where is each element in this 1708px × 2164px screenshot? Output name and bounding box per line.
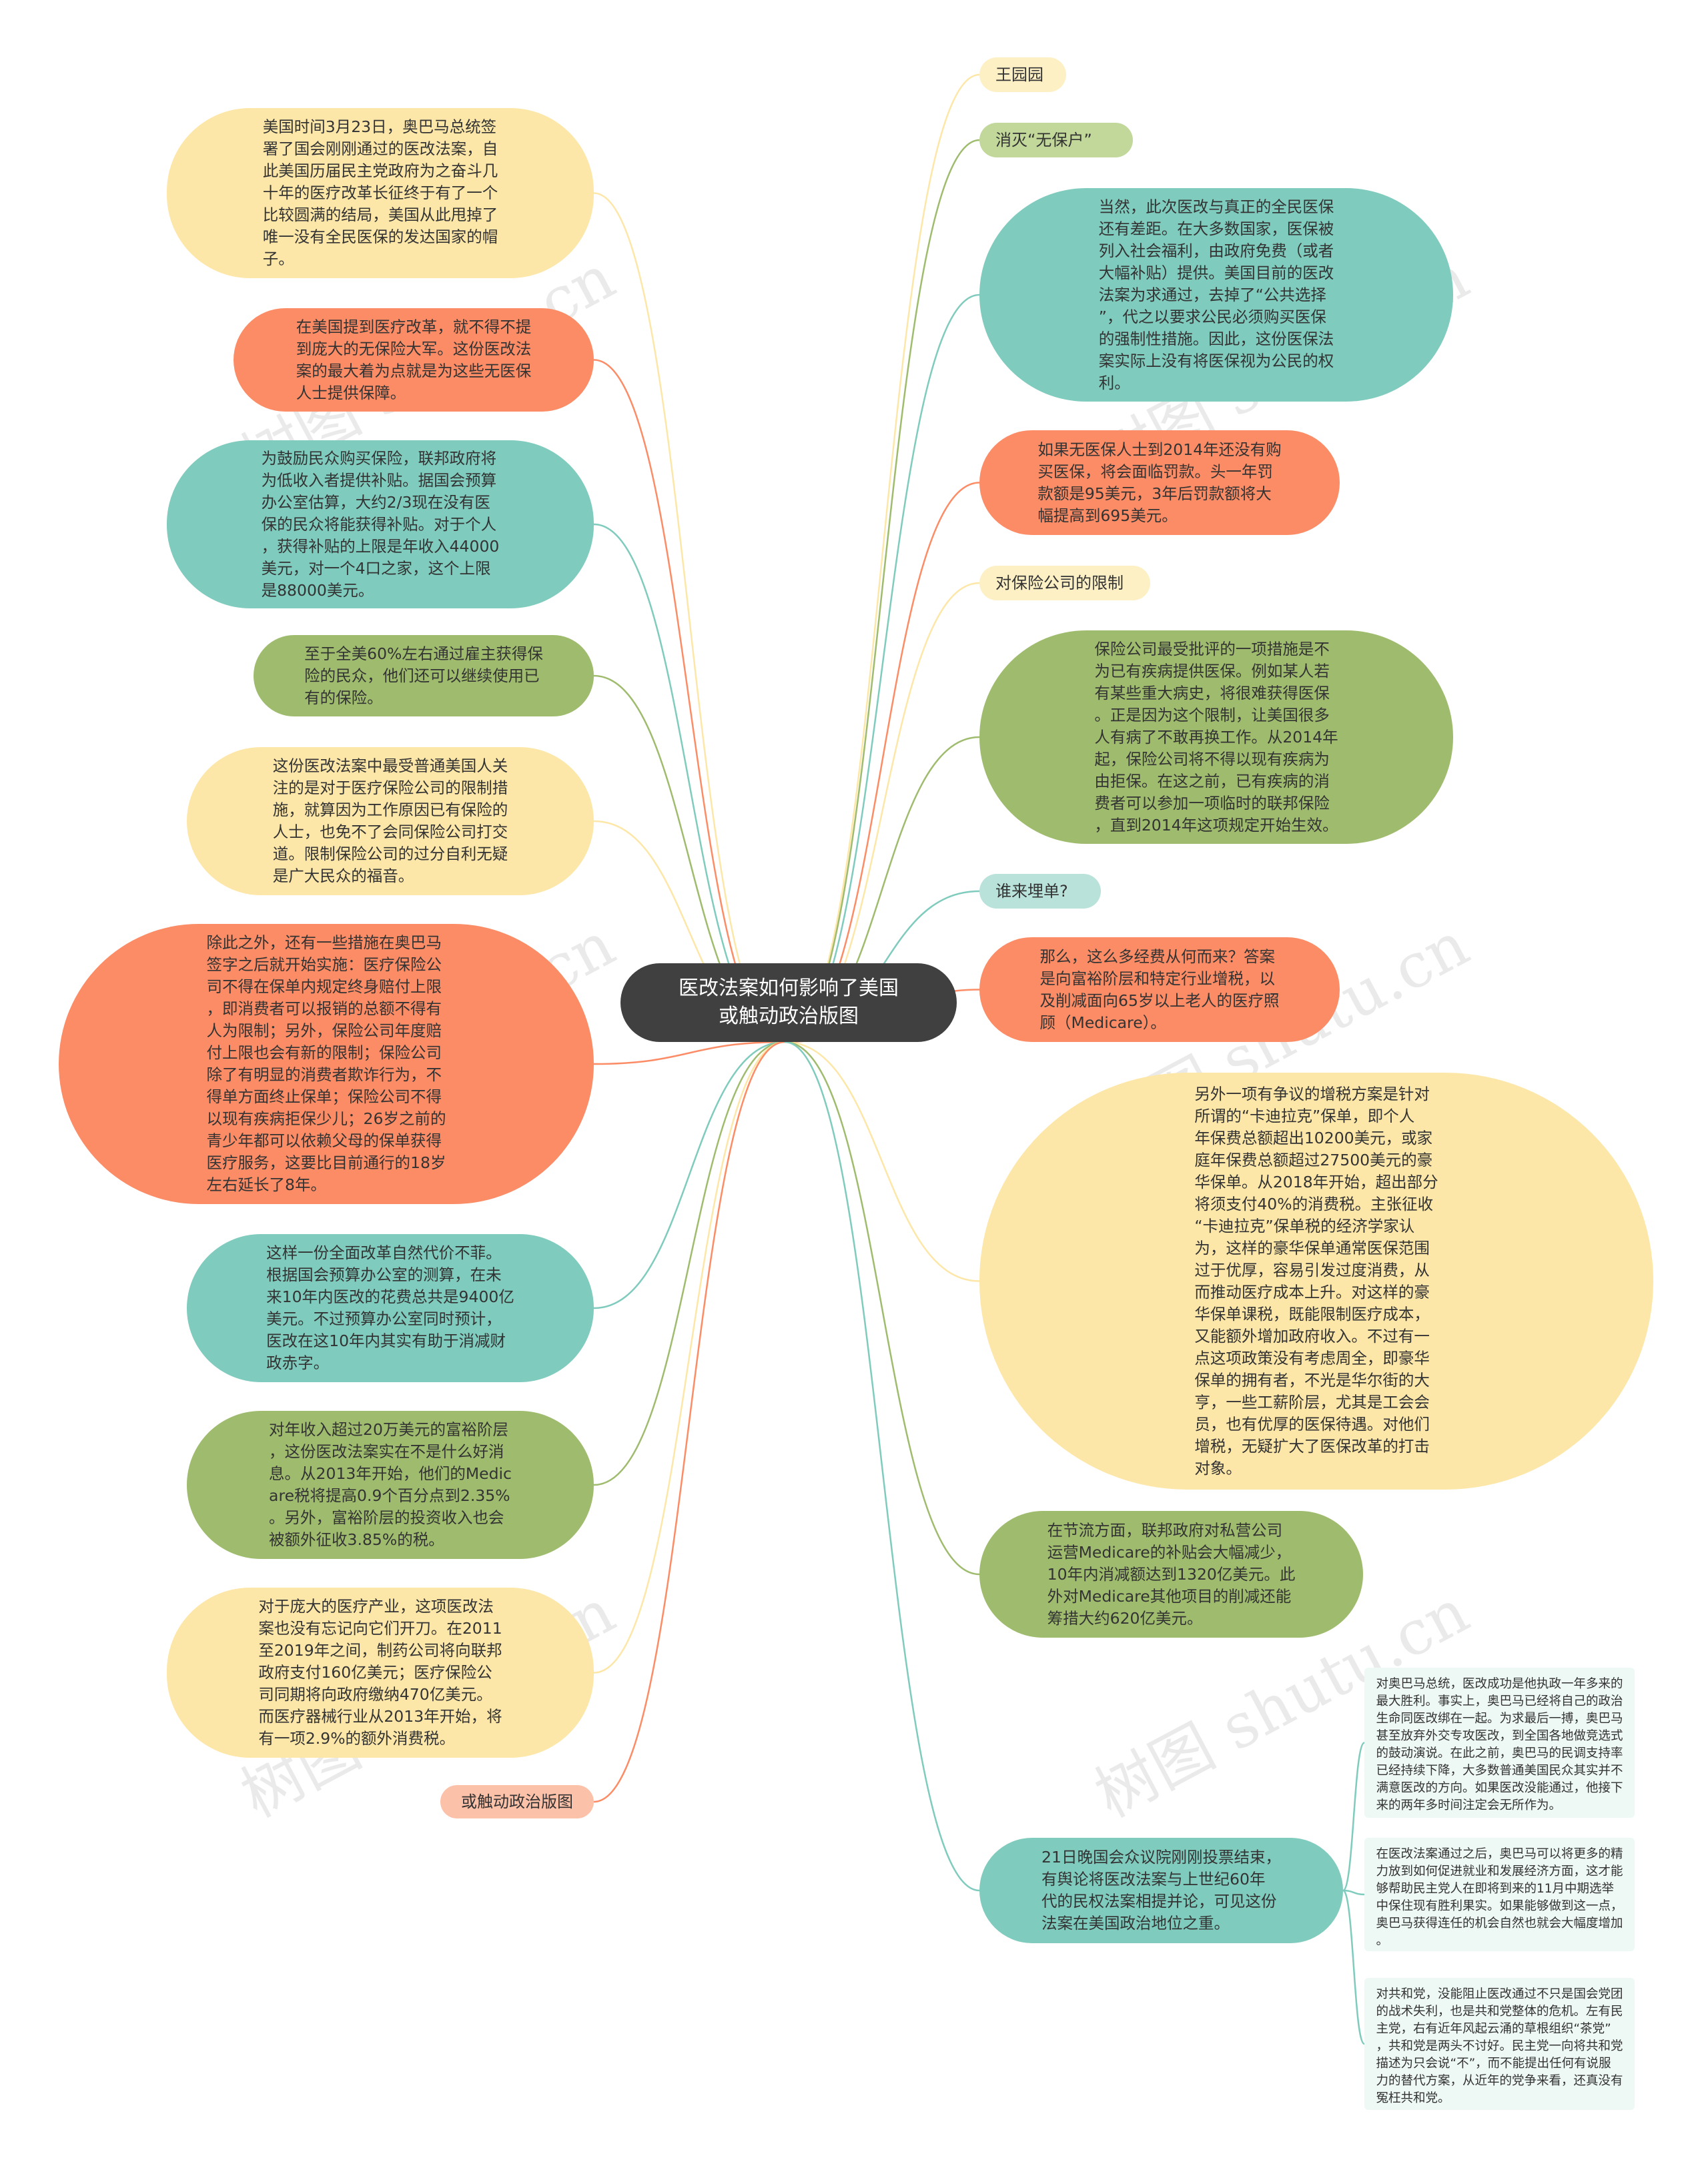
node-not-universal[interactable]: 当然，此次医改与真正的全民医保 还有差距。在大多数国家，医保被 列入社会福利，由… xyxy=(979,188,1453,402)
node-text: 为鼓励民众购买保险，联邦政府将 为低收入者提供补贴。据国会预算 办公室估算，大约… xyxy=(261,448,500,600)
connector-s1 xyxy=(1342,1742,1366,1892)
node-subsidy[interactable]: 为鼓励民众购买保险，联邦政府将 为低收入者提供补贴。据国会预算 办公室估算，大约… xyxy=(167,440,594,608)
root-topic-label: 医改法案如何影响了美国 或触动政治版图 xyxy=(679,977,899,1028)
tag-text: 消灭“无保户” xyxy=(995,131,1092,149)
tag-author[interactable]: 王园园 xyxy=(979,57,1066,92)
node-text: 如果无医保人士到2014年还没有购 买医保，将会面临罚款。头一年罚 款额是95美… xyxy=(1037,440,1282,525)
connector-n7 xyxy=(593,1041,785,1309)
connector-t2 xyxy=(784,139,980,1043)
node-text: 在美国提到医疗改革，就不得不提 到庞大的无保险大军。这份医改法 案的最大着为点就… xyxy=(296,317,532,402)
node-uninsured-army[interactable]: 在美国提到医疗改革，就不得不提 到庞大的无保险大军。这份医改法 案的最大着为点就… xyxy=(234,308,594,412)
node-penalty[interactable]: 如果无医保人士到2014年还没有购 买医保，将会面临罚款。头一年罚 款额是95美… xyxy=(979,430,1340,535)
connector-r1 xyxy=(784,294,980,1043)
node-text: 另外一项有争议的增税方案是针对 所谓的“卡迪拉克”保单，即个人 年保费总额超出1… xyxy=(1194,1084,1438,1478)
node-text: 美国时间3月23日，奥巴马总统签 署了国会刚刚通过的医改法案，自 此美国历届民主… xyxy=(262,117,498,268)
node-text: 21日晚国会众议院刚刚投票结束， 有舆论将医改法案与上世纪60年 代的民权法案相… xyxy=(1041,1848,1281,1933)
node-cadillac-tax[interactable]: 另外一项有争议的增税方案是针对 所谓的“卡迪拉克”保单，即个人 年保费总额超出1… xyxy=(979,1073,1653,1490)
node-text: 这样一份全面改革自然代价不菲。 根据国会预算办公室的测算，在未 来10年内医改的… xyxy=(266,1243,514,1372)
node-employer-insurance[interactable]: 至于全美60%左右通过雇主获得保 险的民众，他们还可以继续使用已 有的保险。 xyxy=(254,635,594,716)
node-funding-source[interactable]: 那么，这么多经费从何而来？答案 是向富裕阶层和特定行业增税，以 及削减面向65岁… xyxy=(979,937,1340,1042)
leaf-obama-victory[interactable]: 对奥巴马总统，医改成功是他执政一年多来的 最大胜利。事实上，奥巴马已经将自己的政… xyxy=(1364,1668,1635,1818)
node-text: 至于全美60%左右通过雇主获得保 险的民众，他们还可以继续使用已 有的保险。 xyxy=(304,644,543,707)
tag-text: 或触动政治版图 xyxy=(461,1792,573,1811)
leaf-text: 对共和党，没能阻止医改通过不只是国会党团 的战术失利，也是共和党整体的危机。左有… xyxy=(1376,1987,1623,2105)
connector-n1 xyxy=(593,192,785,1043)
node-text: 那么，这么多经费从何而来？答案 是向富裕阶层和特定行业增税，以 及削减面向65岁… xyxy=(1039,947,1280,1032)
tag-text: 谁来埋单? xyxy=(995,882,1068,901)
leaf-text: 对奥巴马总统，医改成功是他执政一年多来的 最大胜利。事实上，奥巴马已经将自己的政… xyxy=(1376,1677,1623,1812)
connector-n8 xyxy=(593,1041,785,1486)
node-text: 当然，此次医改与真正的全民医保 还有差距。在大多数国家，医保被 列入社会福利，由… xyxy=(1098,197,1334,392)
connector-r5 xyxy=(784,1041,980,1282)
node-immediate-measures[interactable]: 除此之外，还有一些措施在奥巴马 签字之后就开始实施：医疗保险公 司不得在保单内规… xyxy=(59,924,594,1204)
node-wealthy-tax[interactable]: 对年收入超过20万美元的富裕阶层 ，这份医改法案实在不是什么好消 息。从2013… xyxy=(187,1411,594,1559)
node-insurer-limits-focus[interactable]: 这份医改法案中最受普通美国人关 注的是对于医疗保险公司的限制措 施，就算因为工作… xyxy=(187,747,594,895)
connector-r6 xyxy=(784,1041,980,1576)
tag-political-map[interactable]: 或触动政治版图 xyxy=(440,1785,594,1818)
node-text: 除此之外，还有一些措施在奥巴马 签字之后就开始实施：医疗保险公 司不得在保单内规… xyxy=(206,933,446,1194)
node-text: 对于庞大的医疗产业，这项医改法 案也没有忘记向它们开刀。在2011 至2019年… xyxy=(258,1597,502,1748)
node-political-status[interactable]: 21日晚国会众议院刚刚投票结束， 有舆论将医改法案与上世纪60年 代的民权法案相… xyxy=(979,1838,1343,1943)
connector-n10 xyxy=(593,1041,785,1803)
node-text: 对年收入超过20万美元的富裕阶层 ，这份医改法案实在不是什么好消 息。从2013… xyxy=(269,1420,512,1549)
tag-insurer-limits[interactable]: 对保险公司的限制 xyxy=(979,566,1150,600)
connector-s2 xyxy=(1342,1889,1365,1896)
connector-n2 xyxy=(593,359,785,1043)
node-medicare-cuts[interactable]: 在节流方面，联邦政府对私营公司 运营Medicare的补贴会大幅减少， 10年内… xyxy=(979,1511,1363,1638)
node-industry[interactable]: 对于庞大的医疗产业，这项医改法 案也没有忘记向它们开刀。在2011 至2019年… xyxy=(167,1588,594,1758)
connector-n6 xyxy=(593,1041,785,1065)
leaf-midterm[interactable]: 在医改法案通过之后，奥巴马可以将更多的精 力放到如何促进就业和发展经济方面，这才… xyxy=(1364,1838,1635,1951)
connector-r7 xyxy=(784,1041,980,1892)
node-text: 保险公司最受批评的一项措施是不 为已有疾病提供医保。例如某人若 有某些重大病史，… xyxy=(1094,639,1338,835)
node-cost[interactable]: 这样一份全面改革自然代价不菲。 根据国会预算办公室的测算，在未 来10年内医改的… xyxy=(187,1234,594,1382)
tag-text: 王园园 xyxy=(995,65,1043,84)
node-obama-signs-bill[interactable]: 美国时间3月23日，奥巴马总统签 署了国会刚刚通过的医改法案，自 此美国历届民主… xyxy=(167,108,594,278)
tag-text: 对保险公司的限制 xyxy=(995,574,1124,592)
node-text: 在节流方面，联邦政府对私营公司 运营Medicare的补贴会大幅减少， 10年内… xyxy=(1047,1520,1296,1628)
connector-s3 xyxy=(1342,1889,1366,2045)
node-text: 这份医改法案中最受普通美国人关 注的是对于医疗保险公司的限制措 施，就算因为工作… xyxy=(272,756,508,885)
tag-who-pays[interactable]: 谁来埋单? xyxy=(979,874,1101,909)
connector-n9 xyxy=(593,1041,785,1674)
leaf-text: 在医改法案通过之后，奥巴马可以将更多的精 力放到如何促进就业和发展经济方面，这才… xyxy=(1376,1847,1623,1948)
tag-eliminate-uninsured[interactable]: 消灭“无保户” xyxy=(979,123,1133,157)
node-preexisting[interactable]: 保险公司最受批评的一项措施是不 为已有疾病提供医保。例如某人若 有某些重大病史，… xyxy=(979,630,1453,844)
root-topic[interactable]: 医改法案如何影响了美国 或触动政治版图 xyxy=(620,963,957,1042)
leaf-republicans[interactable]: 对共和党，没能阻止医改通过不只是国会党团 的战术失利，也是共和党整体的危机。左有… xyxy=(1364,1978,1635,2110)
